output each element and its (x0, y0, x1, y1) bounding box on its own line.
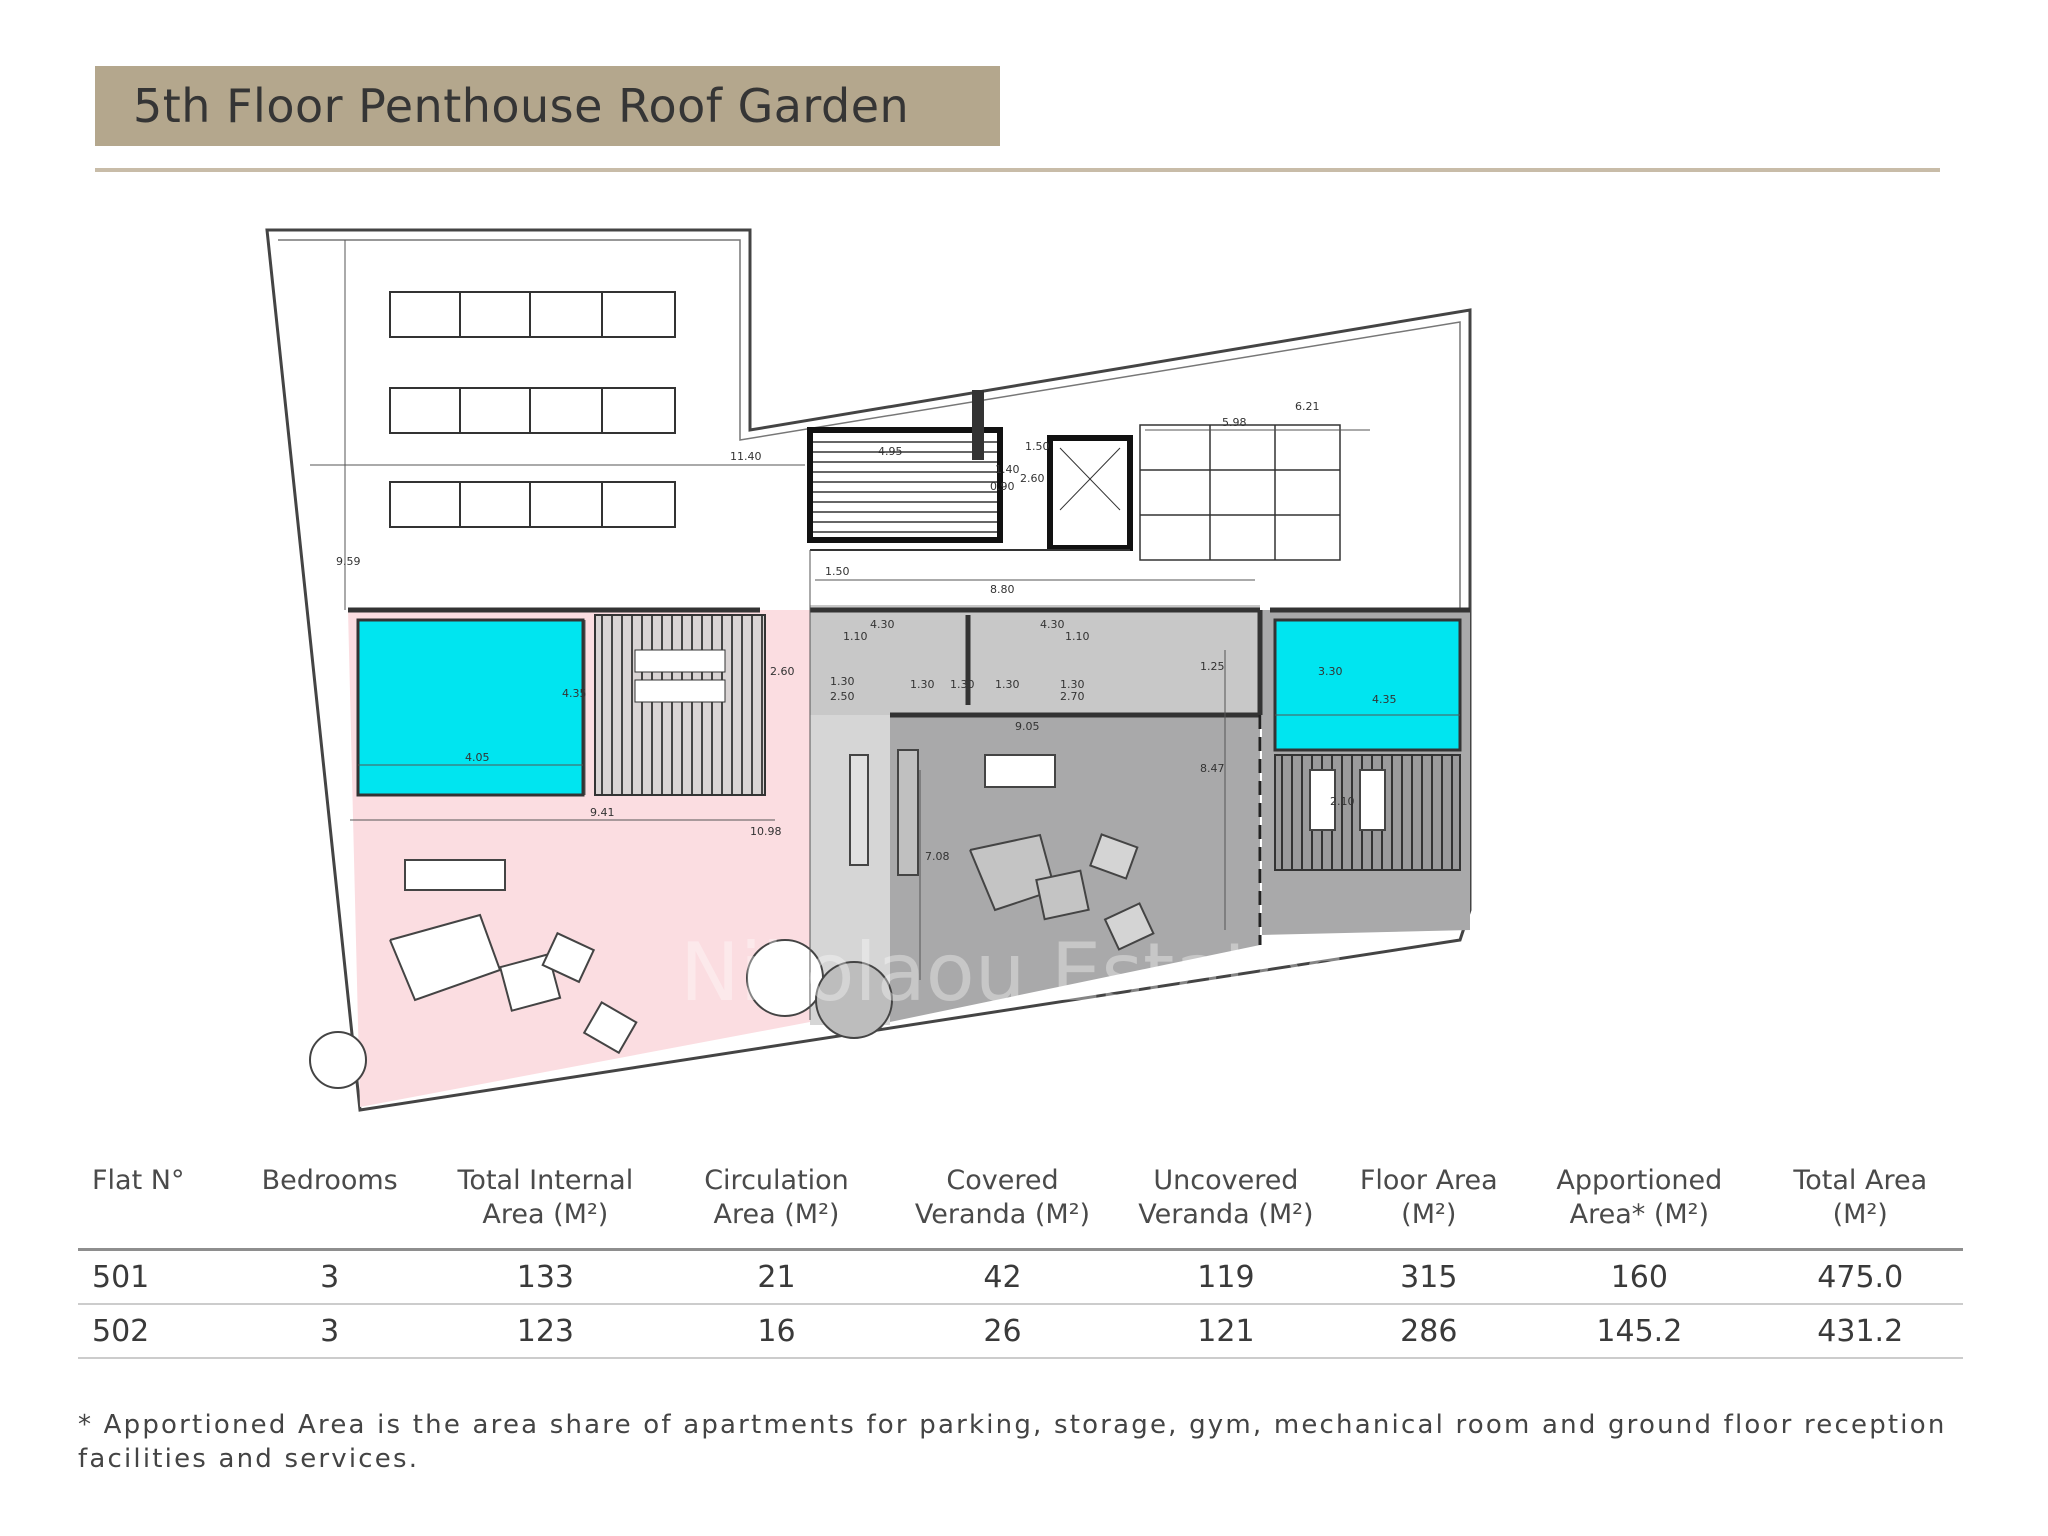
cell-covered-veranda: 42 (983, 1259, 1022, 1295)
floor-plan-drawing: 11.40 9.59 4.95 1.40 0.90 1.50 2.60 5.98… (265, 228, 1472, 1112)
dimension-label: 2.60 (1020, 472, 1045, 485)
dimension-label: 4.95 (878, 445, 903, 458)
cell-circulation-area: 21 (757, 1259, 796, 1295)
dimension-label: 0.90 (990, 480, 1015, 493)
cell-bedrooms: 3 (320, 1313, 340, 1349)
dimension-label: 1.40 (995, 463, 1020, 476)
dimension-label: 3.30 (1318, 665, 1343, 678)
dimension-label: 1.10 (843, 630, 868, 643)
title-banner: 5th Floor Penthouse Roof Garden (95, 66, 1000, 146)
header-bedrooms: Bedrooms (261, 1165, 398, 1196)
header-flat-no: Flat N° (92, 1165, 185, 1196)
dimension-label: 1.30 (995, 678, 1020, 691)
cell-floor-area: 286 (1400, 1313, 1458, 1349)
dimension-label: 9.05 (1015, 720, 1040, 733)
dimension-label: 10.98 (750, 825, 782, 838)
dimension-label: 1.30 (910, 678, 935, 691)
cell-floor-area: 315 (1400, 1259, 1458, 1295)
cell-apportioned-area: 145.2 (1596, 1313, 1683, 1349)
cell-bedrooms: 3 (320, 1259, 340, 1295)
dimension-label: 9.59 (336, 555, 361, 568)
header-total-area: Total Area(M²) (1793, 1165, 1928, 1230)
cell-circulation-area: 16 (757, 1313, 796, 1349)
footnote: * Apportioned Area is the area share of … (78, 1410, 1947, 1474)
dimension-label: 8.47 (1200, 762, 1225, 775)
dimension-label: 2.70 (1060, 690, 1085, 703)
header-floor-area: Floor Area(M²) (1359, 1165, 1498, 1230)
cell-uncovered-veranda: 119 (1197, 1259, 1255, 1295)
solar-panel-array (389, 291, 676, 528)
flat-502-zone (890, 715, 1260, 1022)
dimension-label: 2.50 (830, 690, 855, 703)
dimension-label: 6.21 (1295, 400, 1320, 413)
dimension-label: 7.08 (925, 850, 950, 863)
table-row: 502 3 123 16 26 121 286 145.2 431.2 (78, 1304, 1963, 1358)
dimension-label: 1.50 (825, 565, 850, 578)
dimension-label: 11.40 (730, 450, 762, 463)
dimension-label: 4.30 (1040, 618, 1065, 631)
dimension-label: 5.98 (1222, 416, 1247, 429)
pool-502 (1273, 618, 1462, 752)
cell-total-internal-area: 123 (516, 1313, 575, 1349)
dimension-label: 4.35 (1372, 693, 1397, 706)
pool-501 (356, 618, 585, 797)
dimension-label: 8.80 (990, 583, 1015, 596)
cell-covered-veranda: 26 (983, 1313, 1022, 1349)
cell-flat-no: 501 (92, 1259, 150, 1295)
floor-plan: 11.40 9.59 4.95 1.40 0.90 1.50 2.60 5.98… (250, 210, 1670, 1120)
dimension-label: 4.35 (562, 687, 587, 700)
dimension-label: 9.41 (590, 806, 615, 819)
dimension-label: 1.10 (1065, 630, 1090, 643)
cell-total-area: 475.0 (1817, 1259, 1904, 1295)
cell-flat-no: 502 (92, 1313, 150, 1349)
dimension-label: 1.25 (1200, 660, 1225, 673)
table-row: 501 3 133 21 42 119 315 160 475.0 (78, 1250, 1963, 1304)
dimension-label: 4.05 (465, 751, 490, 764)
watermark: Nikolaou Estates (680, 926, 1346, 1019)
dimension-label: 1.30 (950, 678, 975, 691)
dimension-label: 1.30 (830, 675, 855, 688)
cell-total-internal-area: 133 (516, 1259, 575, 1295)
stair-core (807, 427, 1003, 543)
dimension-label: 4.30 (870, 618, 895, 631)
dimension-label: 2.60 (770, 665, 795, 678)
cell-apportioned-area: 160 (1610, 1259, 1668, 1295)
cell-uncovered-veranda: 121 (1197, 1313, 1255, 1349)
dimension-label: 1.30 (1060, 678, 1085, 691)
dimension-label: 2.10 (1330, 795, 1355, 808)
title-divider (95, 168, 1940, 172)
cell-total-area: 431.2 (1817, 1313, 1904, 1349)
dimension-label: 1.50 (1025, 440, 1050, 453)
page-title: 5th Floor Penthouse Roof Garden (133, 79, 910, 133)
